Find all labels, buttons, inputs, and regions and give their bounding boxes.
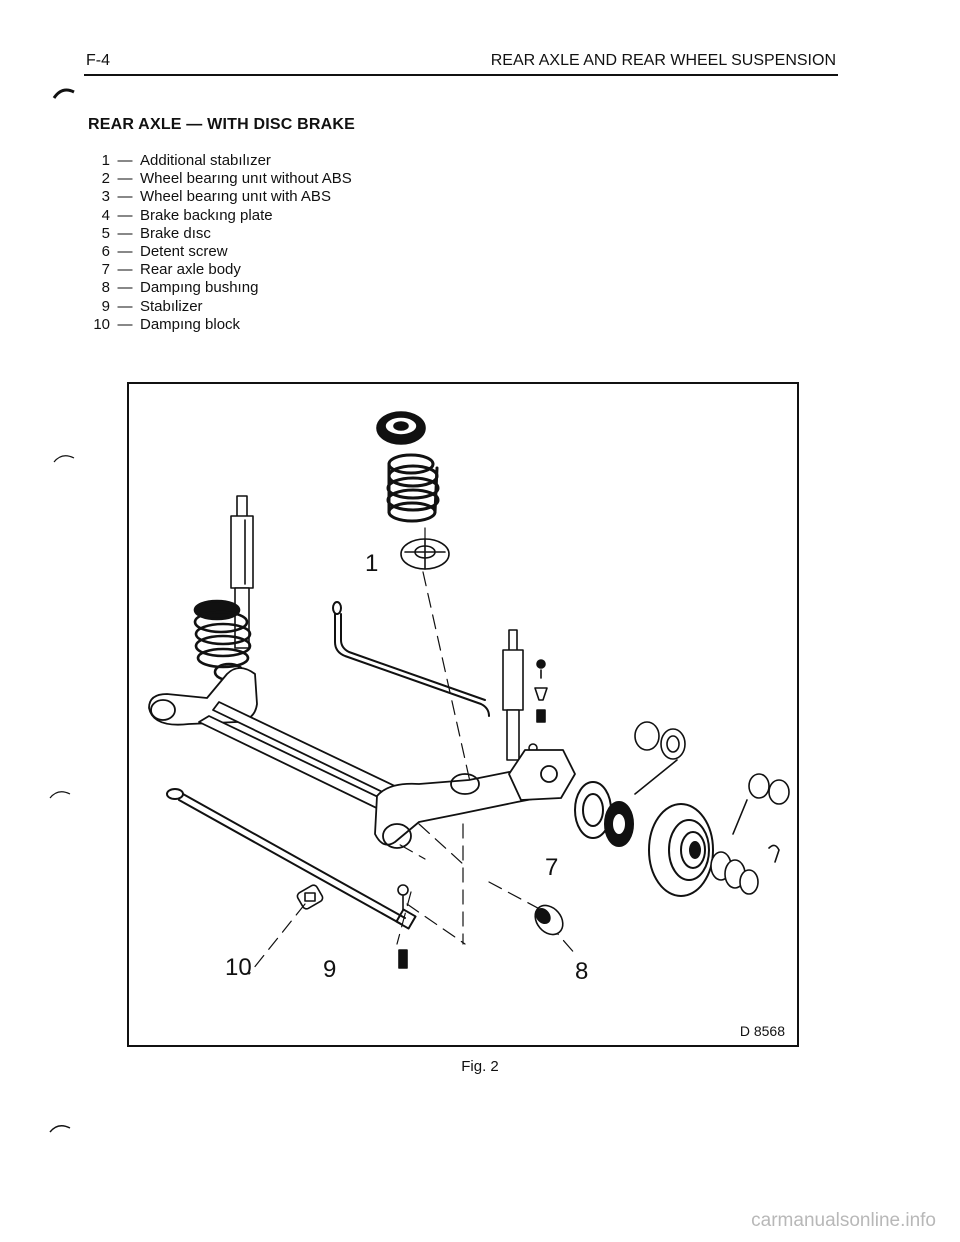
legend-label: Dampıng bushıng [140, 279, 259, 297]
coil-spring-left-part [193, 599, 252, 682]
stabilizer-rod-part [166, 788, 417, 930]
shock-absorber-right-part [502, 629, 524, 761]
legend-dash: — [117, 261, 133, 279]
legend-label: Stabılizer [140, 297, 203, 315]
legend-dash: — [117, 297, 133, 315]
damping-bushing-part [534, 904, 564, 936]
legend-dash: — [117, 243, 133, 261]
legend-item: 4 — Brake backıng plate [88, 207, 352, 225]
spring-seat-bottom-part [400, 538, 450, 570]
legend-number: 3 [101, 188, 110, 206]
figure-caption: Fig. 2 [461, 1058, 499, 1075]
detent-screw-part [397, 884, 409, 969]
running-title: REAR AXLE AND REAR WHEEL SUSPENSION [490, 52, 836, 69]
legend-dash: — [117, 224, 133, 242]
additional-stabilizer-part [332, 601, 490, 717]
page-code: F-4 [86, 52, 110, 69]
rear-axle-body-part [148, 667, 576, 849]
legend-label: Rear axle body [140, 261, 241, 279]
legend-number: 5 [101, 224, 110, 242]
legend-label: Detent screw [140, 243, 228, 261]
legend-number: 7 [101, 261, 110, 279]
drawing-code: D 8568 [739, 1023, 785, 1039]
callout-10: 10 [225, 954, 252, 981]
legend-label: Brake dısc [140, 224, 211, 242]
legend-label: Wheel bearıng unıt without ABS [140, 170, 352, 188]
legend-label: Brake backıng plate [140, 206, 273, 224]
legend-item: 3 — Wheel bearıng unıt with ABS [88, 188, 352, 206]
legend-dash: — [117, 315, 133, 333]
parts-legend: 1 — Additional stabılızer 2 — Wheel bearıng … [88, 152, 352, 334]
watermark: carmanualsonline.info [751, 1210, 936, 1231]
legend-item: 1 — Additional stabılızer [88, 152, 352, 170]
bolt-part [528, 659, 548, 753]
legend-item: 6 — Detent screw [88, 243, 352, 261]
legend-item: 10 — Dampıng block [88, 316, 352, 334]
legend-item: 5 — Brake dısc [88, 225, 352, 243]
legend-number: 8 [101, 279, 110, 297]
legend-item: 8 — Dampıng bushıng [88, 279, 352, 297]
section-title: REAR AXLE — WITH DISC BRAKE [88, 116, 356, 133]
callout-7: 7 [545, 854, 559, 881]
exploded-view-figure: 1 7 10 9 8 D 8568 [127, 382, 799, 1047]
brake-backing-plate-part [574, 781, 634, 847]
legend-dash: — [117, 170, 133, 188]
legend-dash: — [117, 206, 133, 224]
brake-disc-part [648, 803, 714, 897]
callout-9: 9 [323, 956, 337, 983]
legend-dash: — [117, 279, 133, 297]
header-rule [84, 74, 838, 76]
legend-dash: — [117, 152, 133, 169]
hub-nut-part [710, 844, 780, 895]
legend-label: Wheel bearıng unıt with ABS [140, 188, 331, 206]
legend-number: 9 [101, 297, 110, 315]
legend-number: 4 [101, 206, 110, 224]
legend-item: 9 — Stabılizer [88, 298, 352, 316]
legend-item: 2 — Wheel bearıng unıt without ABS [88, 170, 352, 188]
legend-label: Additional stabılızer [140, 152, 271, 169]
legend-number: 2 [101, 170, 110, 188]
legend-dash: — [117, 188, 133, 206]
legend-number: 1 [101, 152, 110, 169]
legend-number: 10 [93, 315, 110, 333]
coil-spring-part [386, 453, 440, 523]
wheel-bearing-unit-part [634, 721, 790, 835]
margin-mark-icon [49, 791, 71, 799]
margin-mark-icon [53, 455, 75, 463]
damping-block-part [296, 884, 324, 910]
callout-1: 1 [365, 550, 379, 577]
callout-8: 8 [575, 958, 589, 985]
shock-absorber-left-part [230, 495, 254, 649]
legend-number: 6 [101, 243, 110, 261]
spring-seat-top-part [376, 411, 426, 445]
rear-axle-exploded-drawing [148, 411, 790, 975]
margin-mark-icon [49, 1125, 71, 1133]
margin-mark-icon [52, 88, 75, 99]
legend-item: 7 — Rear axle body [88, 261, 352, 279]
legend-label: Dampıng block [140, 315, 241, 333]
